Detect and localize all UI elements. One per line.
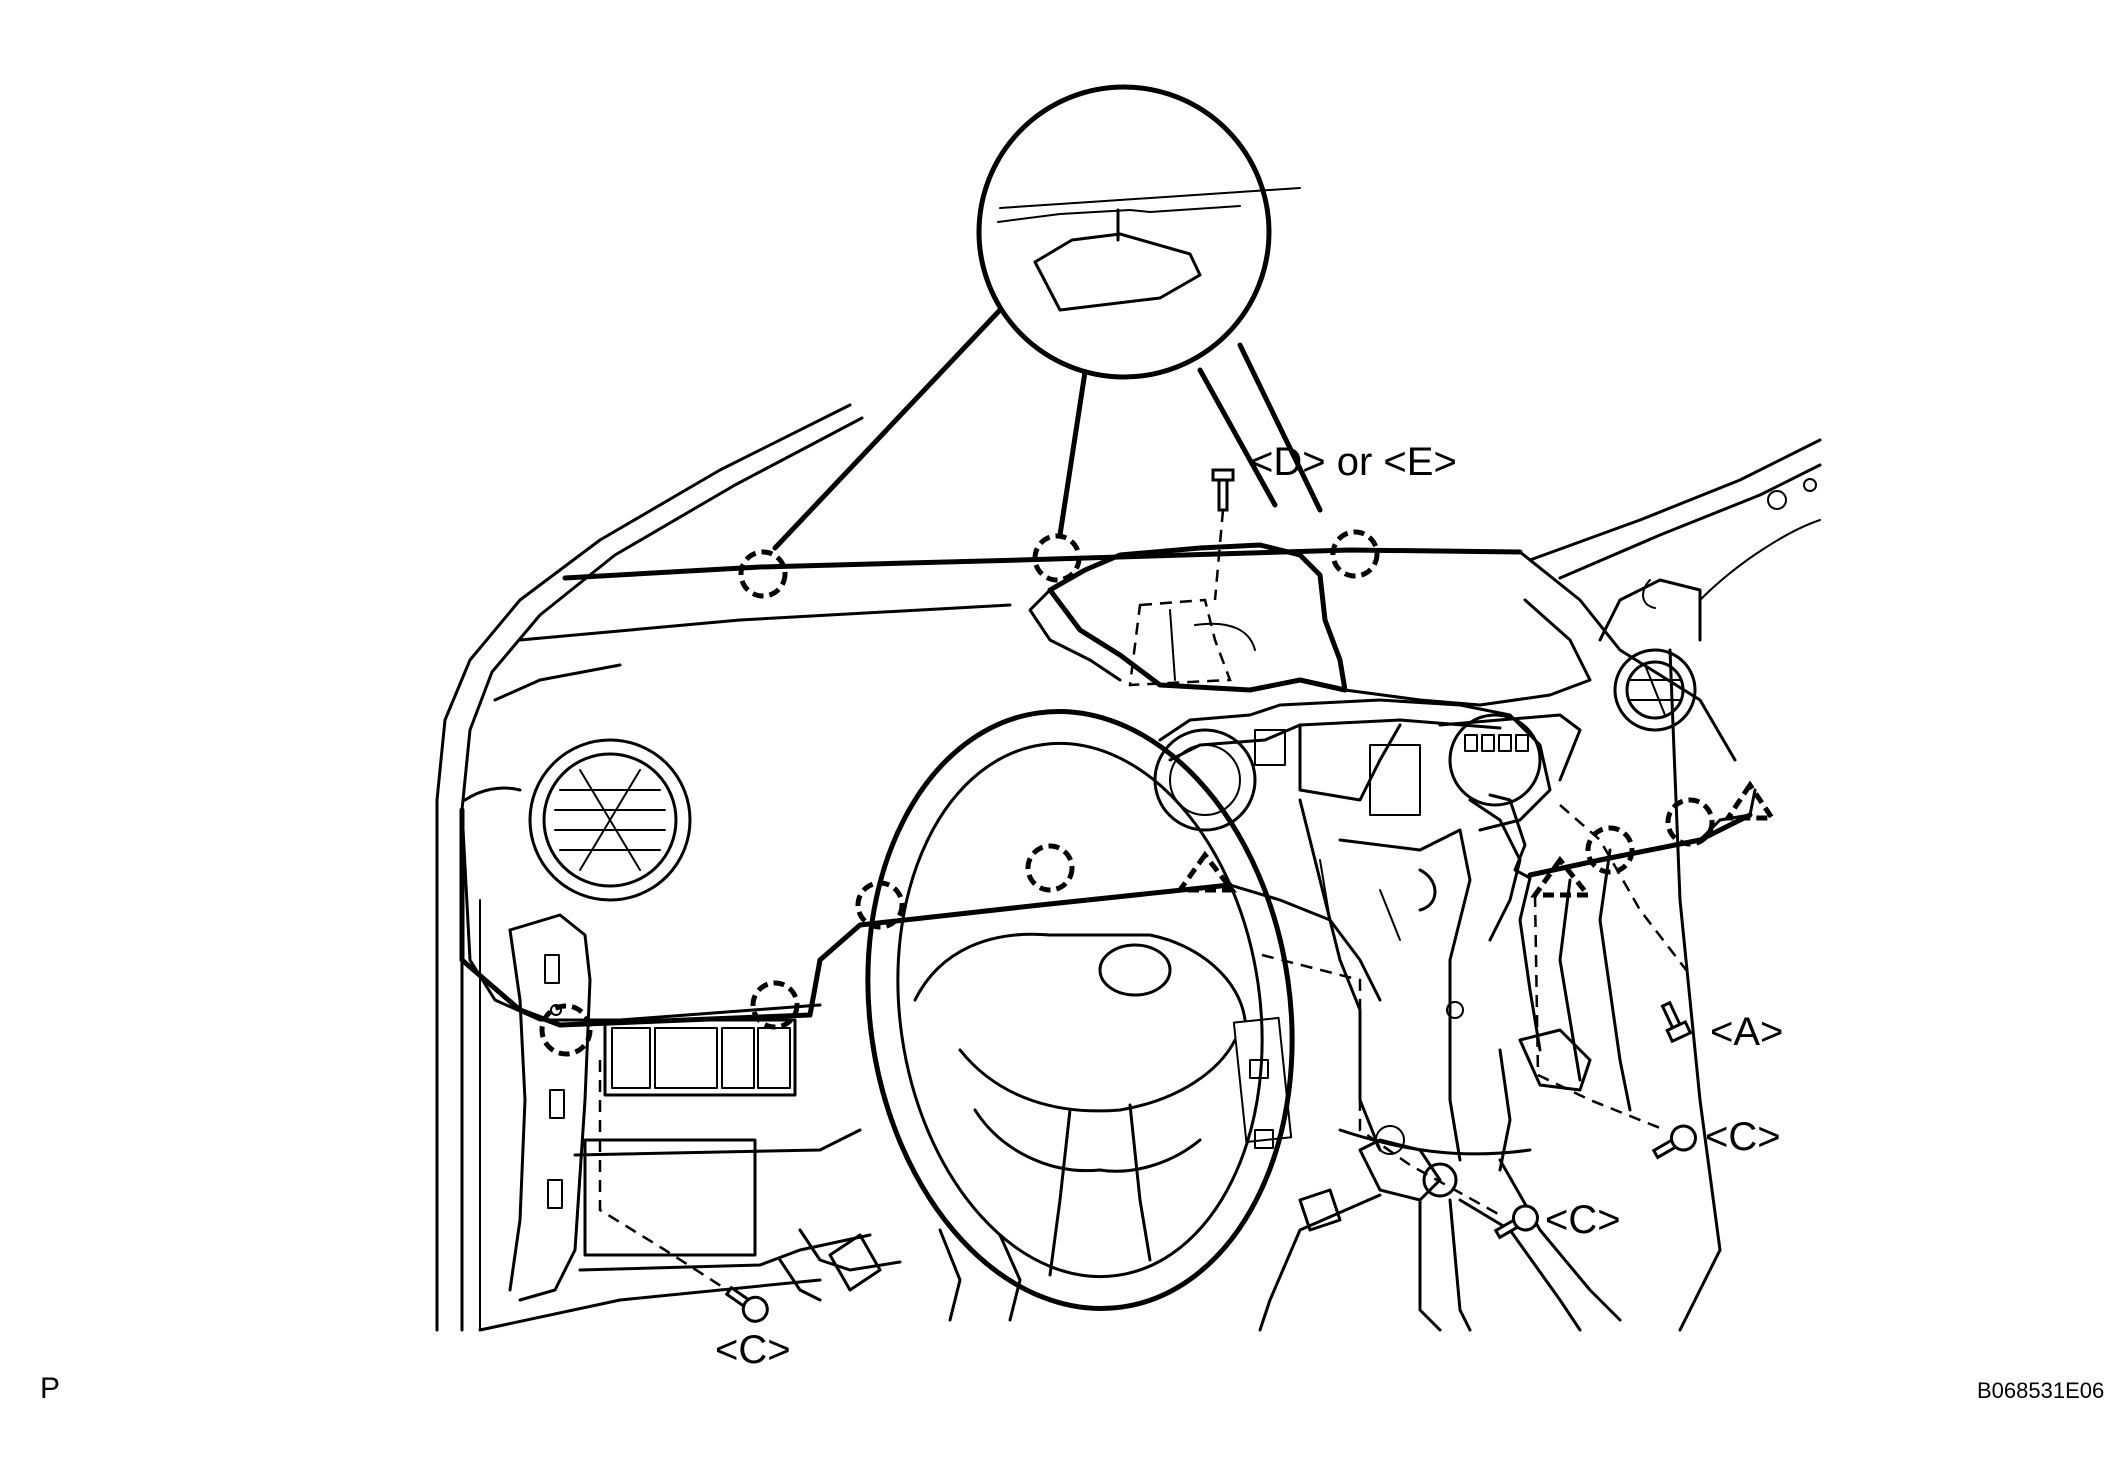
label-c-right-upper: <C> [1705,1115,1781,1159]
clip-marker [750,980,800,1030]
claw-marker [1723,780,1777,821]
claw-markers [1175,780,1777,898]
bolt-c-right-lower [1493,1204,1539,1240]
leader-lines [598,509,1691,1297]
clip-marker [1032,533,1082,583]
clip-marker [1585,825,1635,875]
clip-marker [1665,797,1715,847]
label-a: <A> [1710,1010,1783,1054]
left-side-panel [508,913,592,1302]
bolt-c-left [724,1285,769,1323]
right-lower-panel [1338,793,1632,1172]
clip-marker [855,880,905,930]
claw-marker [1530,855,1594,898]
bolt-c-right-upper [1651,1124,1697,1160]
clip-marker [539,1003,593,1057]
a-pillar [435,403,864,1332]
label-c-right-lower: <C> [1545,1198,1621,1242]
clip-marker [1025,843,1075,893]
cluster-bracket [1153,698,1582,1162]
label-d-or-e: <D> or <E> [1250,440,1457,484]
dashboard-upper [460,547,1737,1022]
right-body-panel [1528,438,1822,1332]
bolt-a [1660,1000,1693,1044]
corner-letter: P [40,1372,60,1405]
bolt-d-or-e [1211,468,1235,512]
center-console [1258,1125,1622,1332]
claw-marker [1175,850,1238,893]
steering-wheel [865,708,1295,1312]
floor-pedals [778,1188,1342,1322]
lower-left-surface [478,1128,902,1332]
clip-markers [539,529,1715,1057]
left-air-vent [528,738,692,902]
label-c-left: <C> [715,1328,791,1372]
right-air-vent [1613,648,1697,732]
clip-marker [1330,529,1380,579]
center-upper-opening [1028,542,1592,707]
dashboard-lower [459,788,1757,1028]
clip-marker [738,549,788,599]
figure-code: B068531E06 [1977,1378,2104,1403]
detail-magnifier [772,84,1323,551]
